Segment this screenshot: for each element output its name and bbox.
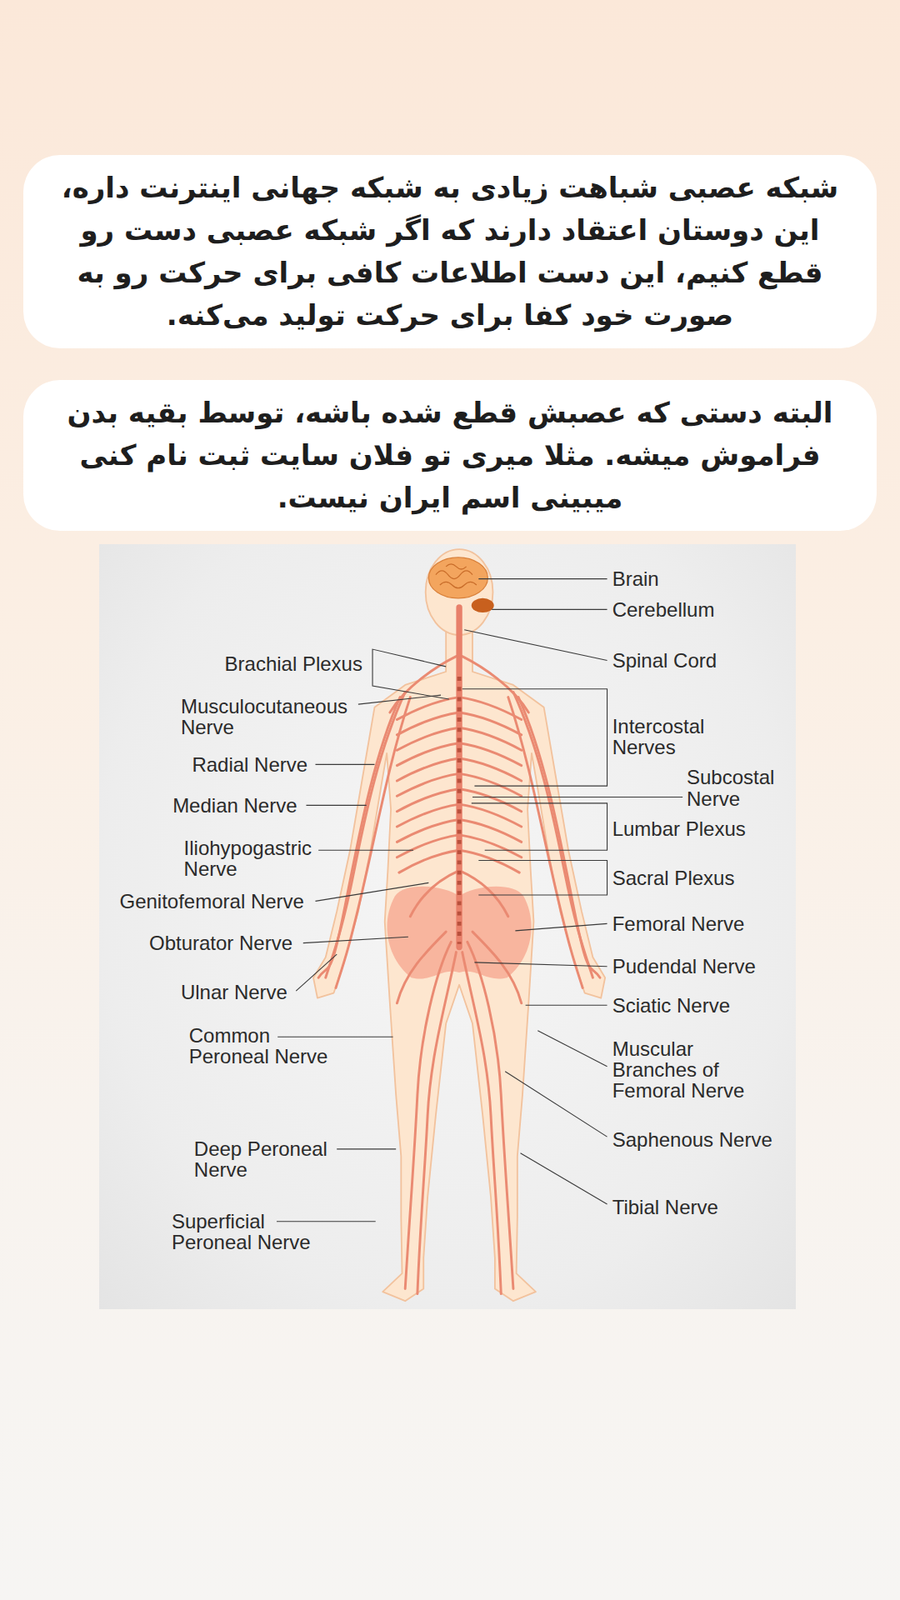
left-nerves (318, 656, 460, 1295)
anatomy-label: Lumbar Plexus (612, 818, 746, 840)
text-bubble: البته دستی که عصبش قطع شده باشه، توسط بق… (23, 380, 877, 531)
leader-line (277, 1036, 393, 1038)
anatomy-label: Iliohypogastric Nerve (184, 837, 339, 880)
bracket (478, 860, 607, 895)
leader-line (305, 805, 366, 806)
right-nerves (459, 656, 600, 1295)
leader-line (525, 1005, 608, 1006)
anatomy-label: Sacral Plexus (612, 867, 735, 889)
anatomy-label: Muscular Branches of Femoral Nerve (612, 1038, 763, 1102)
leader-line (295, 954, 337, 991)
anatomy-label: Musculocutaneous Nerve (180, 695, 369, 738)
leader-line (315, 764, 375, 765)
spinal-cord (455, 607, 462, 948)
leader-line (472, 796, 683, 798)
leader-line (276, 1220, 376, 1222)
anatomy-label: Saphenous Nerve (612, 1129, 773, 1150)
anatomy-label: Cerebellum (612, 599, 715, 620)
bracket (462, 689, 608, 786)
leader-line (315, 882, 429, 901)
anatomy-label: Radial Nerve (191, 754, 308, 775)
leader-line (505, 1071, 607, 1137)
anatomy-label: Deep Peroneal Nerve (194, 1138, 336, 1180)
leader-line (318, 850, 414, 851)
leader-line (358, 695, 441, 705)
bracket (471, 803, 608, 850)
anatomy-label: Brain (612, 568, 660, 590)
anatomy-label: Spinal Cord (612, 650, 717, 671)
anatomy-label: Superficial Peroneal Nerve (171, 1210, 322, 1253)
bubble-text: البته دستی که عصبش قطع شده باشه، توسط بق… (48, 391, 852, 520)
leader-line (515, 923, 607, 931)
anatomy-label: Median Nerve (172, 795, 297, 816)
anatomy-label: Brachial Plexus (225, 653, 363, 675)
vertebrae (457, 676, 462, 945)
brain-folds (435, 564, 477, 589)
diagram-panel: BrainCerebellumSpinal CordIntercostal Ne… (99, 544, 796, 1310)
leader-line (474, 962, 607, 967)
leader-line (537, 1030, 607, 1067)
anatomy-label: Intercostal Nerves (612, 715, 743, 758)
brain (428, 557, 488, 599)
leader-line (336, 1148, 396, 1150)
anatomy-label: Genitofemoral Nerve (119, 890, 304, 912)
leader-line (491, 609, 607, 610)
leader-lines (276, 579, 683, 1222)
anatomy-label: Obturator Nerve (149, 932, 293, 954)
leader-line (303, 936, 409, 943)
leader-line (464, 630, 607, 661)
anatomy-label: Femoral Nerve (612, 913, 745, 935)
anatomy-label: Sciatic Nerve (612, 995, 730, 1016)
anatomy-label: Subcostal Nerve (686, 766, 797, 809)
anatomy-label: Ulnar Nerve (180, 981, 288, 1003)
text-bubble: شبکه عصبی شباهت زیادی به شبکه جهانی اینت… (23, 155, 877, 349)
bracket (372, 649, 450, 700)
leader-line (520, 1153, 608, 1205)
leader-line (478, 578, 607, 580)
bubble-text: شبکه عصبی شباهت زیادی به شبکه جهانی اینت… (48, 166, 852, 337)
anatomy-label: Tibial Nerve (612, 1196, 719, 1218)
anatomy-label: Common Peroneal Nerve (189, 1025, 340, 1067)
anatomy-label: Pudendal Nerve (612, 955, 756, 977)
cerebellum (471, 598, 495, 613)
